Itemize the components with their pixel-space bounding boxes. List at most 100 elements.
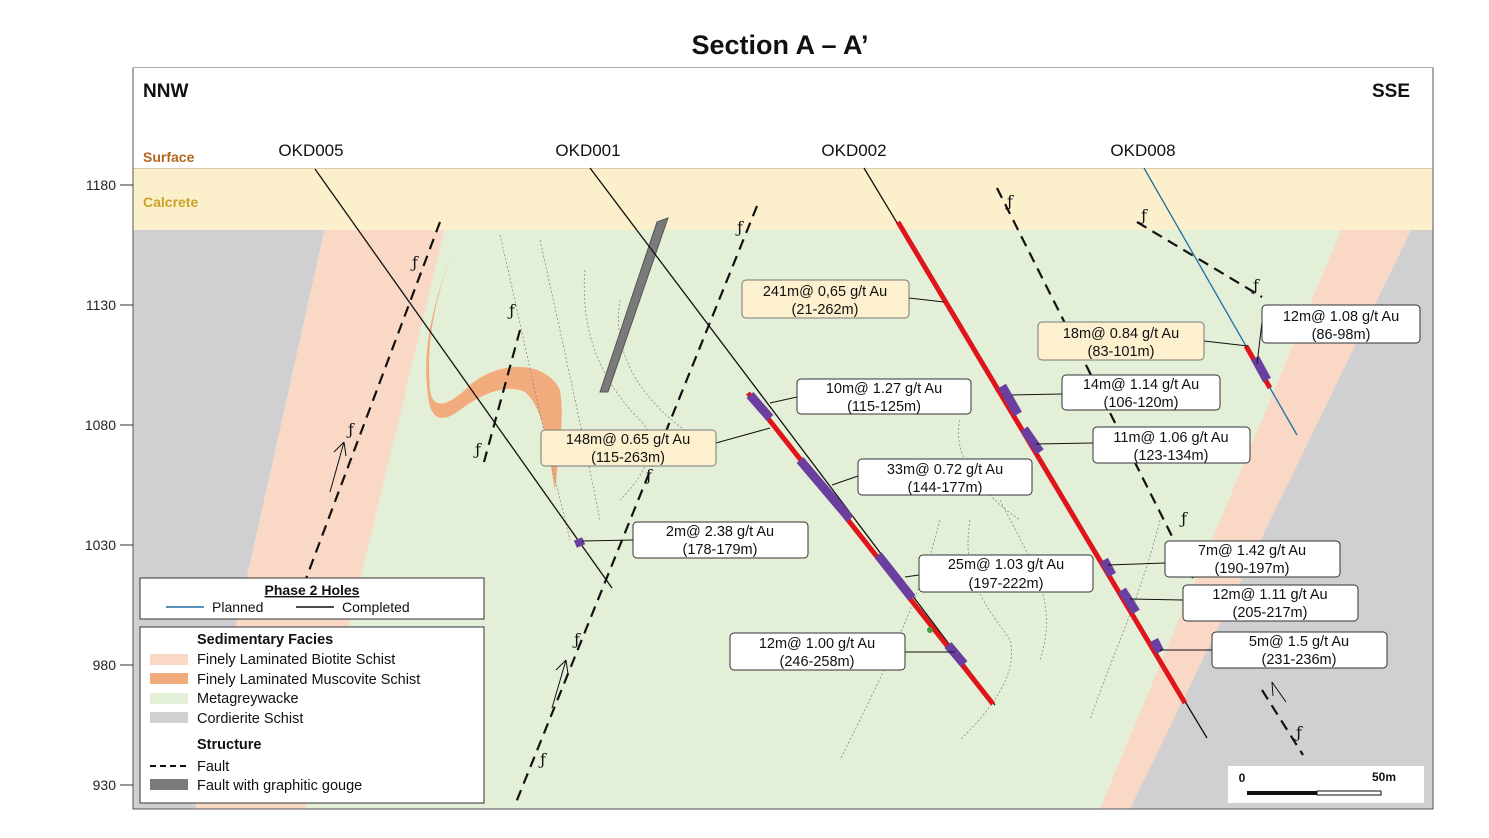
elev-tick-1080: 1080 xyxy=(85,417,116,433)
orientation-left: NNW xyxy=(143,81,188,102)
legend-facies-item: Metagreywacke xyxy=(197,691,299,707)
fault-symbol: ƒ xyxy=(538,750,547,769)
intercept-grade: 241m@ 0,65 g/t Au xyxy=(763,284,887,300)
fault-symbol: ƒ xyxy=(644,466,653,485)
intercept-box: 33m@ 0.72 g/t Au (144-177m) xyxy=(857,458,1033,496)
hole-label-okd005: OKD005 xyxy=(278,141,343,160)
legend-holes-title: Phase 2 Holes xyxy=(265,582,360,598)
fault-symbol: ƒ xyxy=(410,253,419,272)
legend-structure-title: Structure xyxy=(197,737,261,753)
intercept-box: 12m@ 1.11 g/t Au (205-217m) xyxy=(1182,584,1359,622)
fault-5 xyxy=(1261,689,1304,756)
legend-facies-item: Cordierite Schist xyxy=(197,711,303,727)
orientation-right: SSE xyxy=(1372,81,1410,102)
intercept-interval: (115-125m) xyxy=(847,399,921,415)
intercept-box: 12m@ 1.08 g/t Au (86-98m) xyxy=(1261,304,1421,344)
fault-symbol: ƒ xyxy=(572,630,581,649)
intercept-okd002-summary: 241m@ 0,65 g/t Au (21-262m) xyxy=(741,279,910,319)
intercept-grade: 11m@ 1.06 g/t Au xyxy=(1113,430,1228,446)
intercept-grade: 33m@ 0.72 g/t Au xyxy=(887,462,1003,478)
elev-tick-1130: 1130 xyxy=(86,297,116,313)
intercept-box: 25m@ 1.03 g/t Au (197-222m) xyxy=(918,554,1094,593)
intercept-grade: 148m@ 0.65 g/t Au xyxy=(566,432,690,448)
intercept-grade: 5m@ 1.5 g/t Au xyxy=(1249,634,1349,650)
intercept-interval: (83-101m) xyxy=(1088,344,1155,360)
intercept-interval: (106-120m) xyxy=(1104,395,1179,411)
fault-symbol: ƒ xyxy=(1139,206,1148,225)
intercept-interval: (190-197m) xyxy=(1215,561,1290,577)
hole-label-okd001: OKD001 xyxy=(555,141,620,160)
elevation-axis: 1180 1130 1080 1030 980 930 xyxy=(85,177,133,793)
intercept-box: 11m@ 1.06 g/t Au (123-134m) xyxy=(1092,426,1251,464)
intercept-grade: 12m@ 1.11 g/t Au xyxy=(1212,587,1327,603)
fault-symbol: ƒ xyxy=(1251,276,1260,295)
intercept-interval: (205-217m) xyxy=(1233,605,1308,621)
intercept-grade: 12m@ 1.00 g/t Au xyxy=(759,636,875,652)
fault-symbols: ƒ ƒ ƒ ƒ ƒ ƒ ƒ ƒ ƒ ƒ ƒ ƒ ƒ xyxy=(346,192,1303,769)
okd008-planned-trace xyxy=(1143,167,1298,436)
section-title: Section A – A’ xyxy=(691,30,869,60)
fault-1 xyxy=(296,221,442,601)
legend-swatch-cordierite xyxy=(150,712,188,723)
legend-facies-item: Finely Laminated Biotite Schist xyxy=(197,652,395,668)
scale-start: 0 xyxy=(1239,771,1246,785)
legend-structure-item: Fault with graphitic gouge xyxy=(197,778,362,794)
legend-completed-label: Completed xyxy=(342,599,410,615)
graphitic-gouge-fault xyxy=(599,217,669,393)
legend-structure-item: Fault xyxy=(197,759,229,775)
intercept-box: 10m@ 1.27 g/t Au (115-125m) xyxy=(796,378,972,415)
intercept-grade: 10m@ 1.27 g/t Au xyxy=(826,381,942,397)
intercept-interval: (144-177m) xyxy=(908,480,983,496)
legend-planned-label: Planned xyxy=(212,599,263,615)
intercept-box: 12m@ 1.00 g/t Au (246-258m) xyxy=(729,632,906,671)
intercept-grade: 18m@ 0.84 g/t Au xyxy=(1063,326,1179,342)
fault-symbol: ƒ xyxy=(1005,192,1014,211)
okd001-trace xyxy=(589,167,996,706)
intercept-box: 2m@ 2.38 g/t Au (178-179m) xyxy=(632,521,809,559)
legend-swatch-muscovite xyxy=(150,673,188,684)
intercept-interval: (197-222m) xyxy=(969,576,1044,592)
intercept-interval: (21-262m) xyxy=(792,302,859,318)
okd005-trace xyxy=(314,168,613,589)
legend-phase2-holes: Phase 2 Holes Planned Completed xyxy=(139,577,485,620)
movement-arrows xyxy=(329,441,1287,709)
legend-swatch-biotite xyxy=(150,654,188,665)
elev-tick-1030: 1030 xyxy=(85,537,116,553)
intercept-interval: (86-98m) xyxy=(1312,327,1371,343)
legend-facies: Sedimentary Facies Finely Laminated Biot… xyxy=(139,626,485,804)
intercept-boxes: 241m@ 0,65 g/t Au (21-262m) 148m@ 0.65 g… xyxy=(540,279,1421,671)
elev-tick-980: 980 xyxy=(93,657,117,673)
intercept-okd008-summary: 18m@ 0.84 g/t Au (83-101m) xyxy=(1037,321,1205,361)
hole-label-okd002: OKD002 xyxy=(821,141,886,160)
intercept-grade: 12m@ 1.08 g/t Au xyxy=(1283,309,1399,325)
intercept-interval: (246-258m) xyxy=(780,654,855,670)
fault-symbol: ƒ xyxy=(507,301,516,320)
header-band xyxy=(133,68,1433,168)
elev-tick-1180: 1180 xyxy=(86,177,116,193)
scale-end: 50m xyxy=(1372,770,1396,784)
fault-symbol: ƒ xyxy=(1179,509,1188,528)
scale-bar: 0 50m xyxy=(1228,766,1424,803)
intercept-box: 7m@ 1.42 g/t Au (190-197m) xyxy=(1164,540,1341,578)
legend-facies-title: Sedimentary Facies xyxy=(197,632,333,648)
intercept-box: 14m@ 1.14 g/t Au (106-120m) xyxy=(1061,374,1221,411)
fault-symbol: ƒ xyxy=(346,420,355,439)
fault-2 xyxy=(482,329,522,463)
intercept-grade: 2m@ 2.38 g/t Au xyxy=(666,524,774,540)
intercept-interval: (178-179m) xyxy=(683,542,758,558)
intercept-grade: 25m@ 1.03 g/t Au xyxy=(948,557,1064,573)
fault-symbol: ƒ xyxy=(735,218,744,237)
legend-swatch-metagreywacke xyxy=(150,693,188,704)
intercept-interval: (123-134m) xyxy=(1134,448,1209,464)
intercept-interval: (231-236m) xyxy=(1262,652,1337,668)
hole-label-okd008: OKD008 xyxy=(1110,141,1175,160)
fault-6 xyxy=(1136,221,1263,298)
intercept-okd001-summary: 148m@ 0.65 g/t Au (115-263m) xyxy=(540,429,717,467)
hole-labels: OKD005 OKD001 OKD002 OKD008 xyxy=(278,141,1175,160)
fault-symbol: ƒ xyxy=(473,440,482,459)
surface-label: Surface xyxy=(143,149,195,165)
legend-facies-item: Finely Laminated Muscovite Schist xyxy=(197,672,420,688)
calcrete-label: Calcrete xyxy=(143,194,198,210)
fault-symbol: ƒ xyxy=(1294,723,1303,742)
